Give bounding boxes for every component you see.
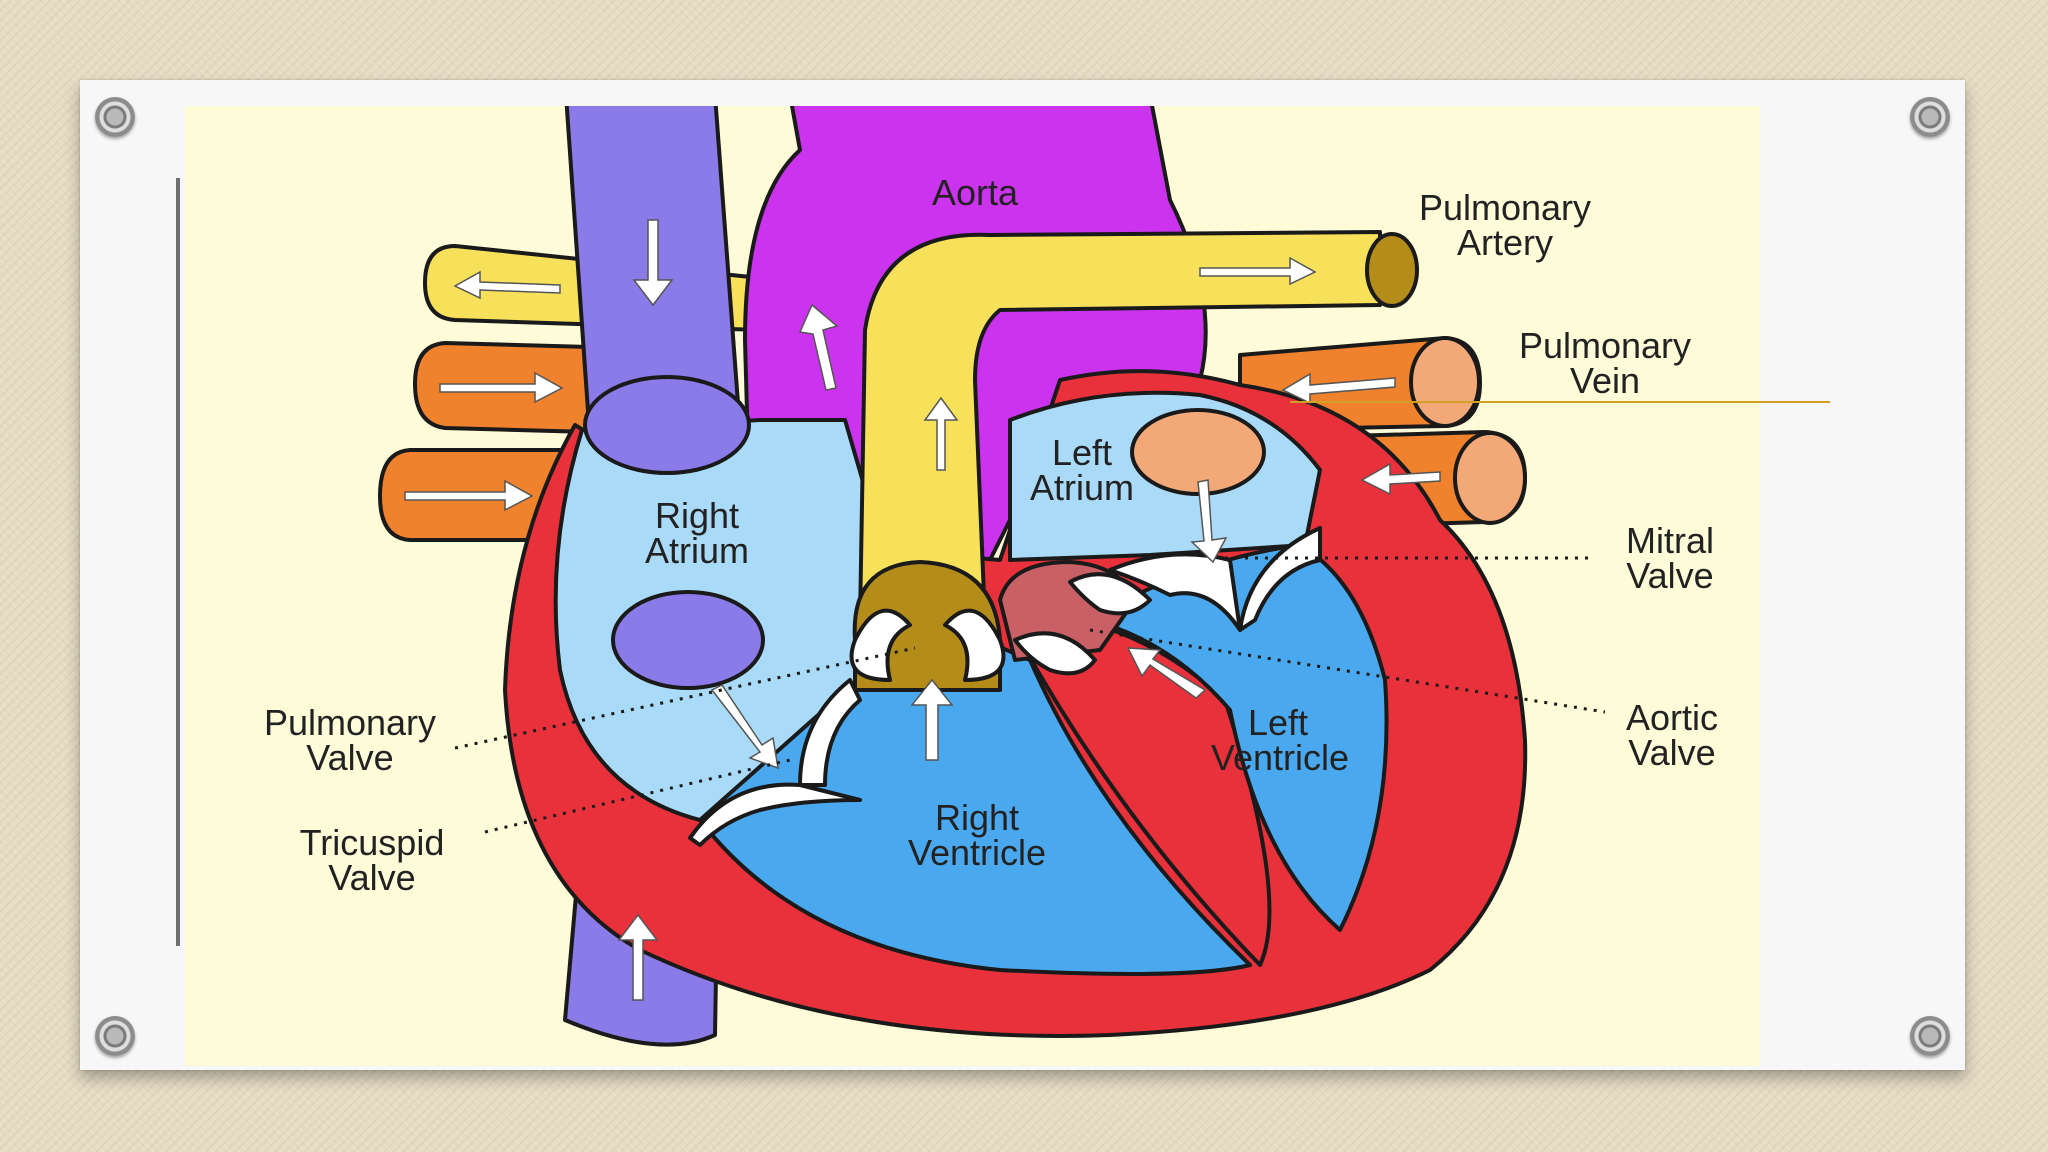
label-left-ventricle-line2: Ventricle [1211,737,1349,778]
flow-arrow-pulmonary-up [923,396,959,471]
label-pulmonary-artery-line1: Pulmonary [1419,187,1591,228]
flow-arrow-vena-cava-up [617,913,659,1001]
label-pulmonary-valve-line1: Pulmonary [264,702,436,743]
grommet-bottom-left [95,1016,135,1056]
leader-pulmonary-valve [454,646,916,750]
label-tricuspid-valve-line1: Tricuspid [300,822,445,863]
label-pulmonary-vein-line2: Vein [1570,360,1640,401]
mitral-valve-cusp-1 [1108,552,1242,632]
flow-arrow-ra-to-rv [710,684,779,770]
pulmonary-valve-cusp-left [849,608,912,682]
pulmonary-valve-base [852,560,1002,692]
label-pulmonary-artery-line2: Artery [1457,222,1553,263]
label-left-atrium-line1: Left [1052,432,1112,473]
flow-arrow-lung-vein-right-1 [1281,372,1396,405]
left-ventricle [1088,543,1389,932]
flow-arrows [404,219,1441,1001]
flow-arrow-lung-vein-left-1 [439,371,564,404]
pulmonary-valve-cusp-right [943,608,1006,682]
label-tricuspid-valve-line2: Valve [328,857,415,898]
label-aortic-valve-line2: Valve [1628,732,1715,773]
slide-accent-bar [176,178,180,946]
flow-arrow-rv-up [910,678,954,761]
flow-arrow-lung-vein-right-2 [1360,462,1441,496]
label-right-ventricle-line2: Ventricle [908,832,1046,873]
label-mitral-valve-line1: Mitral [1626,520,1714,561]
slide-accent-line [1290,401,1830,403]
mitral-valve-cusp-2 [1238,526,1322,632]
label-right-atrium-line2: Atrium [645,530,749,571]
leader-tricuspid-valve [484,758,791,834]
label-pulmonary-vein-line1: Pulmonary [1519,325,1691,366]
pulmonary-vein-right-lower-end [1453,431,1527,525]
grommet-top-left [95,97,135,137]
superior-vena-cava-opening [583,375,751,475]
flow-arrow-lv-to-aorta [1126,647,1207,699]
septum [1018,618,1272,967]
grommet-top-right [1910,97,1950,137]
inferior-vena-cava-opening [611,590,765,690]
leader-lines [454,556,1606,834]
aortic-valve-cusp-1 [1068,572,1152,616]
flow-arrow-lung-vein-left-2 [404,479,534,512]
pulmonary-vein-right-upper-end [1409,336,1481,428]
label-aortic-valve-line1: Aortic [1626,697,1718,738]
label-right-atrium-line1: Right [655,495,739,536]
leader-aortic-valve [1089,628,1606,714]
label-left-atrium-line2: Atrium [1030,467,1134,508]
flow-arrow-vena-cava-down [632,219,674,307]
pulmonary-vein-opening [1130,408,1266,496]
tricuspid-valve-cusp-1 [688,782,862,847]
tricuspid-valve-cusp-2 [798,678,862,787]
label-aorta: Aorta [932,172,1019,213]
flow-arrow-la-down [1190,479,1228,564]
aortic-valve-cusp-2 [1013,631,1097,676]
label-mitral-valve-line2: Valve [1626,555,1713,596]
grommet-bottom-right [1910,1016,1950,1056]
flow-arrow-pulmonary-artery-right [1199,256,1317,286]
label-right-ventricle-line1: Right [935,797,1019,838]
flow-arrow-pulmonary-artery-left [453,270,561,300]
flow-arrow-aorta-up [798,303,839,391]
label-pulmonary-valve-line2: Valve [306,737,393,778]
pulmonary-artery-end [1365,232,1419,308]
label-left-ventricle-line1: Left [1248,702,1308,743]
